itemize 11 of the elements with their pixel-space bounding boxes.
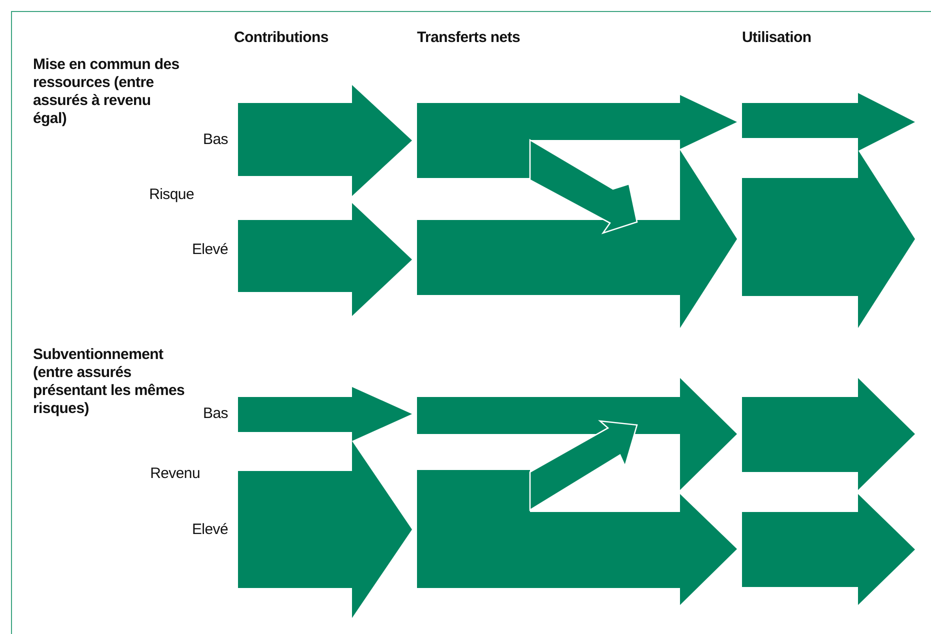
axis-label: Risque — [148, 186, 194, 204]
column-header: Utilisation — [742, 29, 812, 47]
row-label: Elevé — [190, 241, 228, 259]
row-label: Elevé — [190, 521, 228, 539]
column-header: Transferts nets — [417, 29, 522, 47]
axis-label: Revenu — [149, 465, 200, 483]
row-label: Bas — [202, 131, 228, 149]
column-header: Contributions — [234, 29, 330, 47]
section-title: Mise en commun des ressources (entre assurés à revenu égal) — [33, 56, 180, 128]
row-label: Bas — [202, 405, 228, 423]
section-title: Subventionnement (entre assurés présentant les mêmes risques) — [33, 346, 186, 418]
